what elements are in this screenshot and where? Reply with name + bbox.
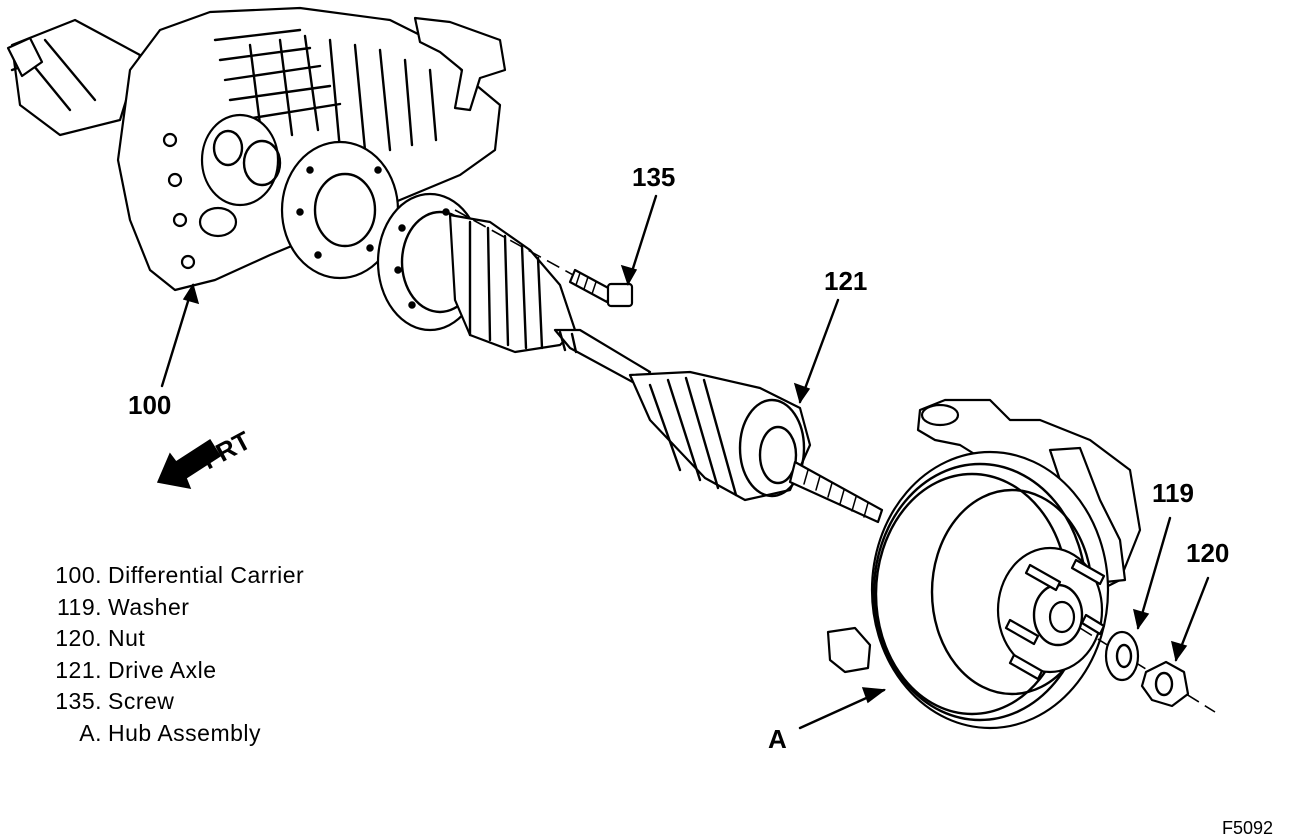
callout-a: A — [768, 724, 787, 754]
legend-text: Differential Carrier — [108, 562, 305, 588]
legend-number: 119. — [56, 593, 102, 620]
differential-carrier-drawing — [6, 6, 507, 292]
frt-label: FRT — [197, 425, 256, 475]
callout-119: 119 — [1152, 478, 1194, 508]
legend-item: 100.Differential Carrier — [44, 560, 304, 592]
callout-100: 100 — [128, 390, 171, 420]
nut-drawing — [1140, 660, 1190, 708]
callout-135: 135 — [632, 162, 675, 192]
legend-item: A.Hub Assembly — [44, 718, 304, 750]
front-arrow-icon — [156, 438, 222, 489]
legend-number: 135. — [55, 688, 102, 714]
front-direction-indicator: FRT — [156, 425, 256, 489]
legend-text: Washer — [108, 593, 190, 620]
legend-number: 121. — [55, 656, 102, 683]
screw-drawing — [454, 209, 634, 308]
legend-item: 119.Washer — [44, 592, 304, 624]
drive-axle-drawing — [376, 192, 884, 524]
legend-text: Nut — [108, 625, 146, 651]
legend-number: 100. — [55, 562, 102, 588]
legend-number: A. — [79, 719, 102, 746]
legend-item: 120.Nut — [44, 623, 304, 655]
washer-drawing — [1104, 630, 1140, 682]
leader-lines — [160, 194, 1210, 730]
legend-text: Screw — [108, 688, 175, 714]
figure-code: F5092 — [1222, 818, 1273, 838]
hub-assembly-drawing — [826, 398, 1216, 730]
legend-text: Hub Assembly — [108, 719, 262, 746]
parts-legend: 100.Differential Carrier 119.Washer 120.… — [44, 560, 304, 749]
callout-121: 121 — [824, 266, 867, 296]
legend-number: 120. — [55, 625, 102, 651]
legend-item: 121.Drive Axle — [44, 655, 304, 687]
legend-item: 135.Screw — [44, 686, 304, 718]
callout-120: 120 — [1186, 538, 1229, 568]
legend-text: Drive Axle — [108, 656, 217, 683]
